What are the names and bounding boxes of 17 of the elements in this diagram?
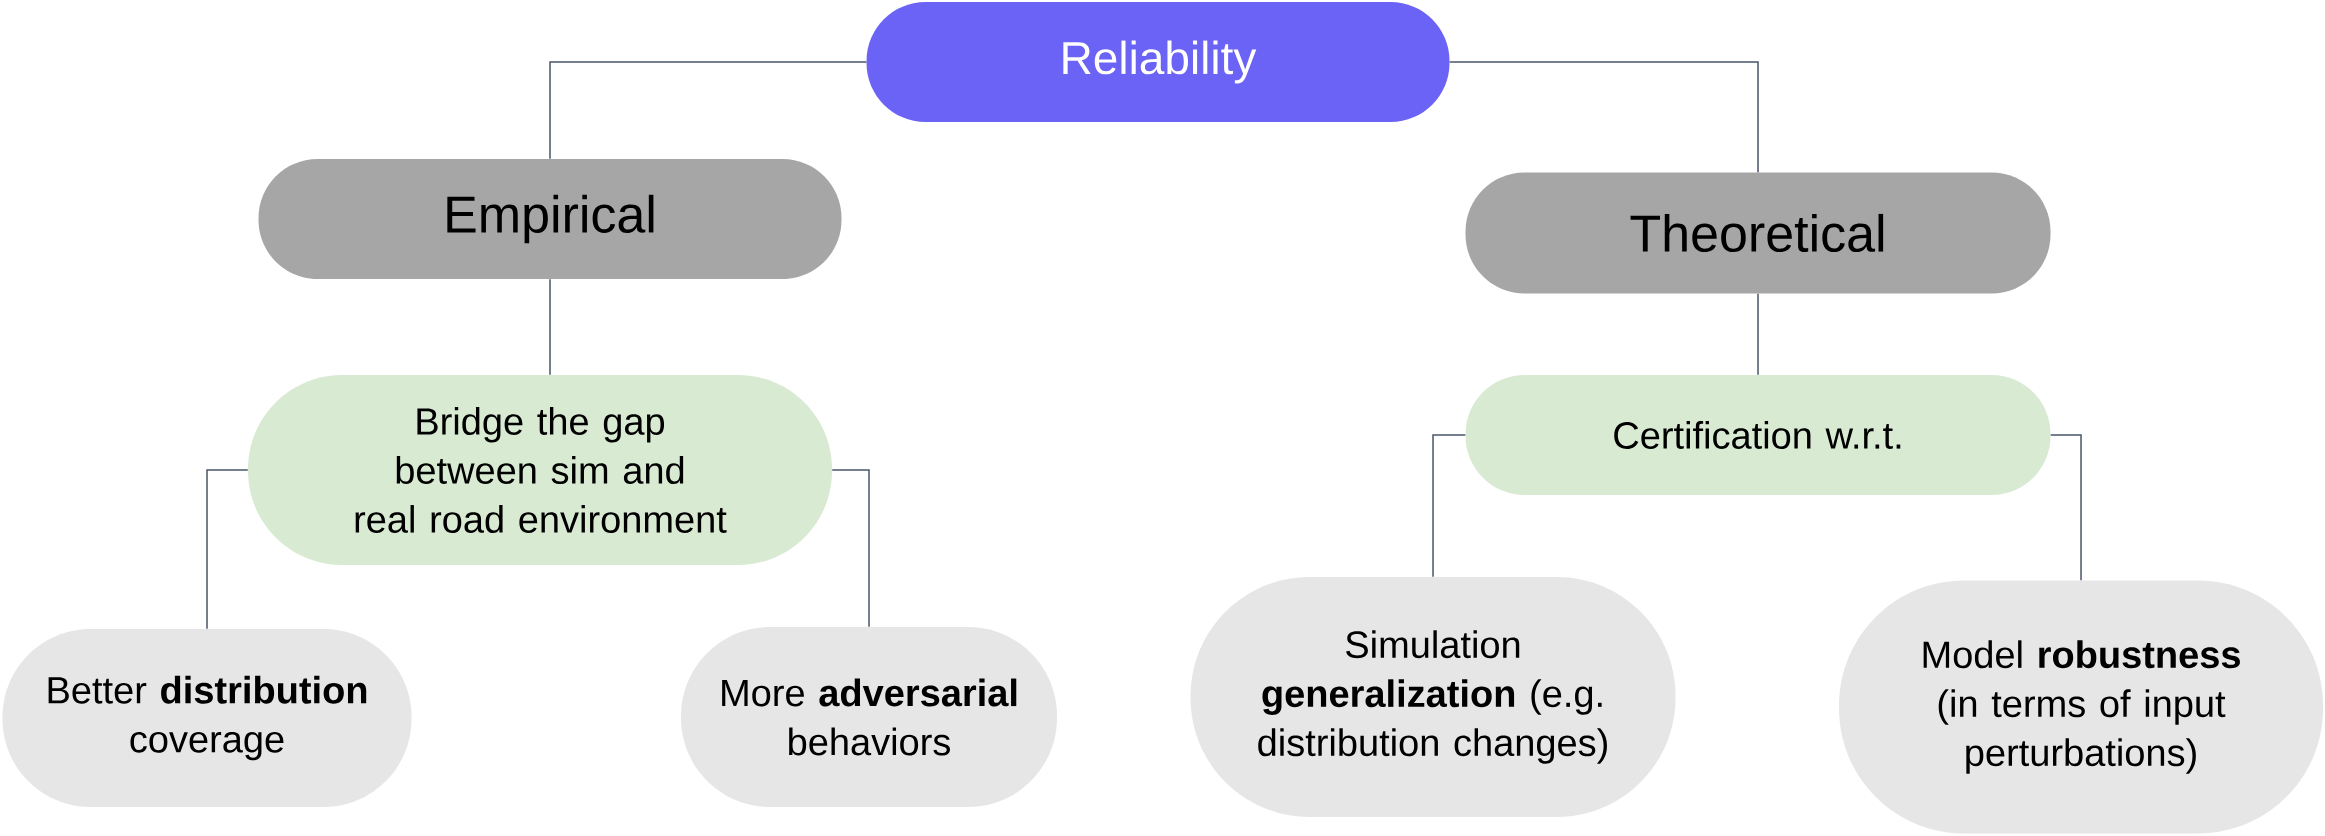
title-pill: Reliability: [866, 2, 1450, 122]
category-pill: Theoretical: [1465, 172, 2051, 294]
goal-pill: More adversarial behaviors: [681, 627, 1057, 807]
goal-pill: Model robustness (in terms of input perturbations): [1839, 580, 2324, 834]
category-pill: Empirical: [258, 159, 842, 279]
approach-pill: Certification w.r.t.: [1465, 375, 2051, 495]
goal-pill: Simulation generalization (e.g. distribution changes): [1190, 577, 1676, 817]
connector-line: [549, 61, 868, 160]
connector-line: [206, 469, 249, 630]
connector-line: [549, 278, 551, 376]
connector-line: [1448, 61, 1759, 174]
connector-line: [1757, 292, 1759, 376]
connector-line: [1432, 434, 1467, 578]
connector-line: [2050, 434, 2082, 582]
approach-pill: Bridge the gap between sim and real road environment: [248, 375, 832, 565]
connector-line: [831, 469, 870, 628]
goal-pill: Better distribution coverage: [2, 629, 412, 807]
